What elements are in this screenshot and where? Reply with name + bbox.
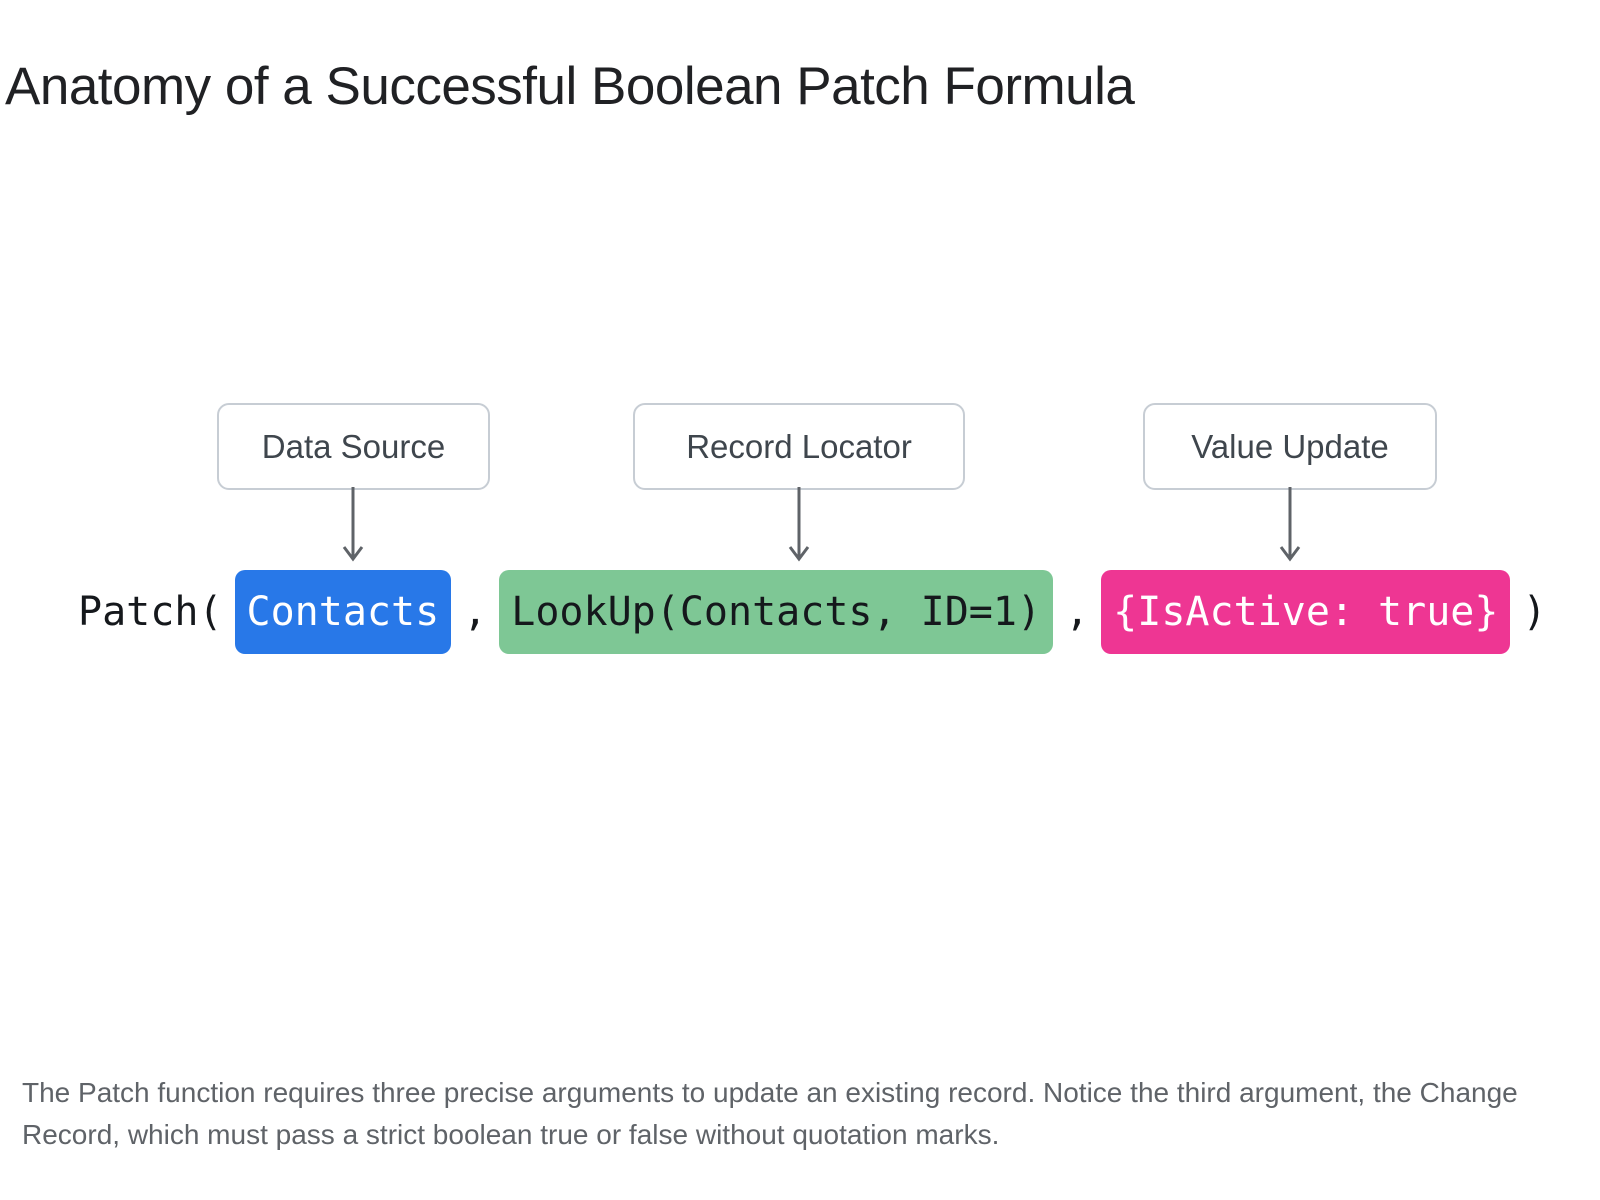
formula-row: Patch( Contacts , LookUp(Contacts, ID=1)… [78,570,1547,654]
arrow-down-icon [788,487,810,562]
formula-suffix: ) [1522,589,1547,635]
formula-prefix: Patch( [78,589,223,635]
page-title: Anatomy of a Successful Boolean Patch Fo… [5,57,1135,116]
formula-separator: , [1065,589,1090,635]
label-box-data-source: Data Source [217,403,490,490]
formula-chip-data-source: Contacts [234,570,452,654]
formula-chip-value-update: {IsActive: true} [1101,570,1511,654]
label-box-record-locator: Record Locator [633,403,965,490]
arrow-down-icon [1279,487,1301,562]
arrow-down-icon [342,487,364,562]
label-value-update-text: Value Update [1191,427,1389,465]
formula-separator: , [463,589,488,635]
label-record-locator-text: Record Locator [686,427,912,465]
caption-text: The Patch function requires three precis… [22,1077,1518,1150]
label-box-value-update: Value Update [1143,403,1437,490]
label-data-source-text: Data Source [261,427,446,465]
formula-chip-record-locator: LookUp(Contacts, ID=1) [499,570,1054,654]
